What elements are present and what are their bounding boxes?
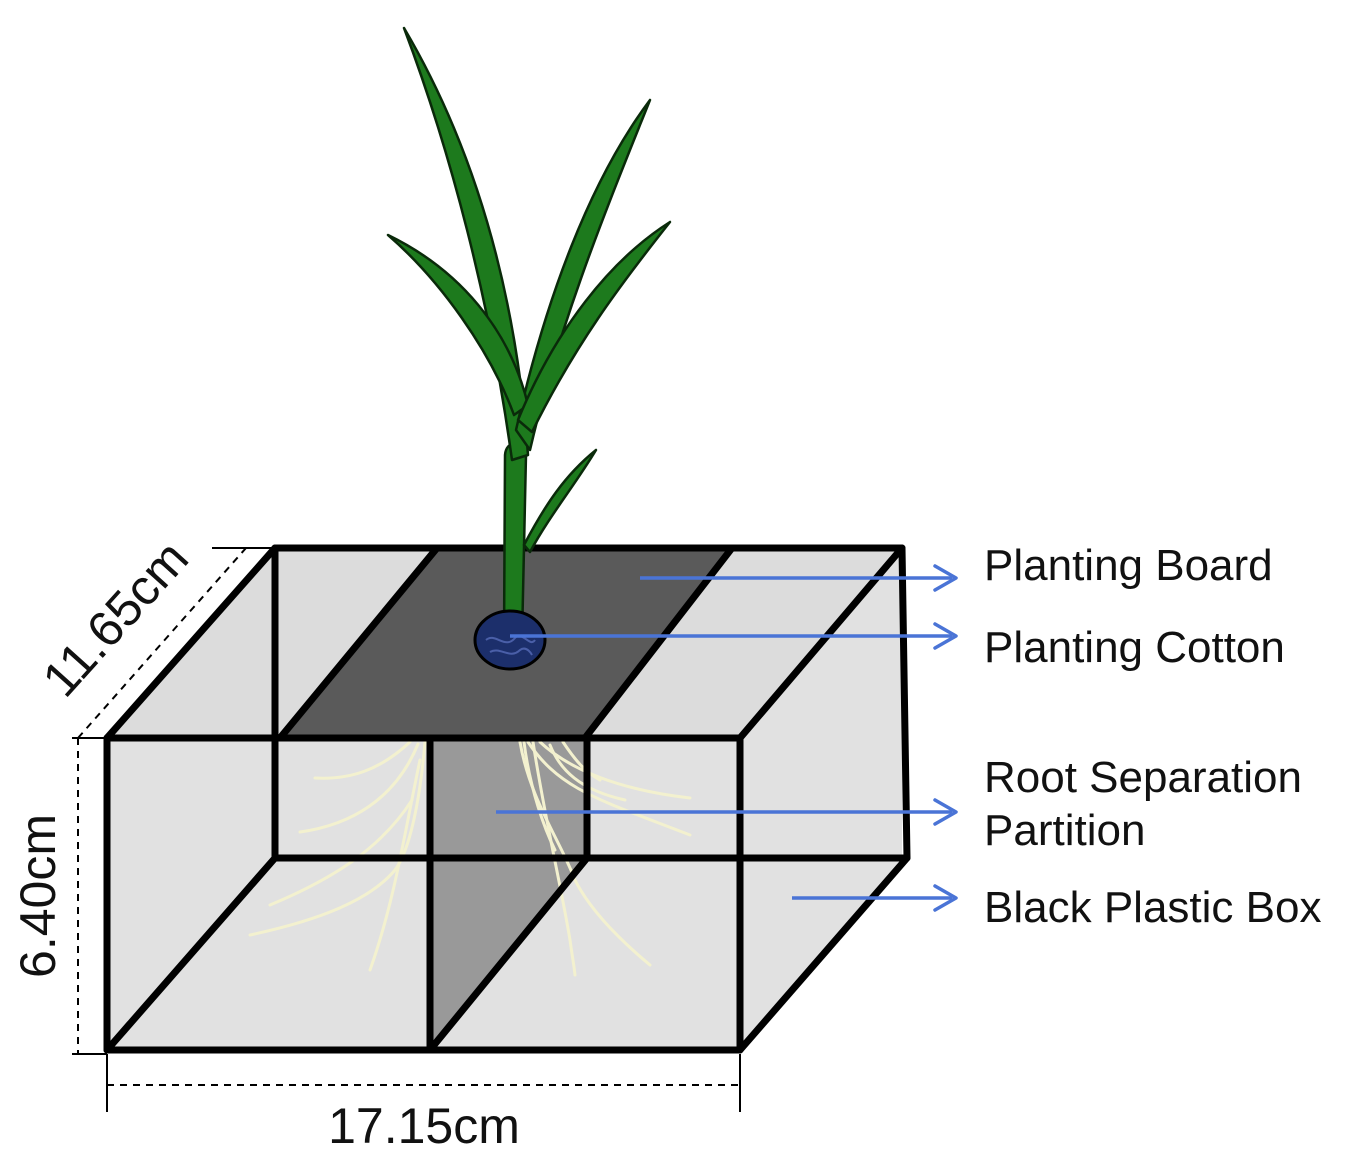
plant-leaf: [516, 220, 672, 434]
height-dimension-label: 6.40cm: [10, 814, 66, 978]
callout-arrows: [496, 564, 958, 912]
arrow-planting-board: [640, 564, 958, 592]
rice-plant: [386, 26, 672, 642]
box-edges: [103, 544, 911, 1054]
root-separation-label-line2: Partition: [984, 806, 1145, 855]
box-top-right: [585, 548, 902, 738]
planting-board-label: Planting Board: [984, 541, 1273, 590]
dimension-lines: [72, 547, 741, 1112]
plant-leaf: [386, 233, 530, 417]
black-plastic-box-label: Black Plastic Box: [984, 883, 1321, 932]
arrow-black-plastic-box: [792, 884, 958, 912]
box-right-face: [740, 548, 902, 1050]
root-separation-label-line1: Root Separation: [984, 753, 1302, 802]
arrow-planting-cotton: [510, 622, 958, 650]
planting-cotton: [473, 609, 547, 671]
arrow-root-separation: [496, 798, 958, 826]
root-separation-partition: [430, 738, 587, 1050]
width-dimension-label: 17.15cm: [328, 1098, 520, 1154]
plant-leaf: [522, 448, 598, 554]
planting-cotton-label: Planting Cotton: [984, 623, 1285, 672]
